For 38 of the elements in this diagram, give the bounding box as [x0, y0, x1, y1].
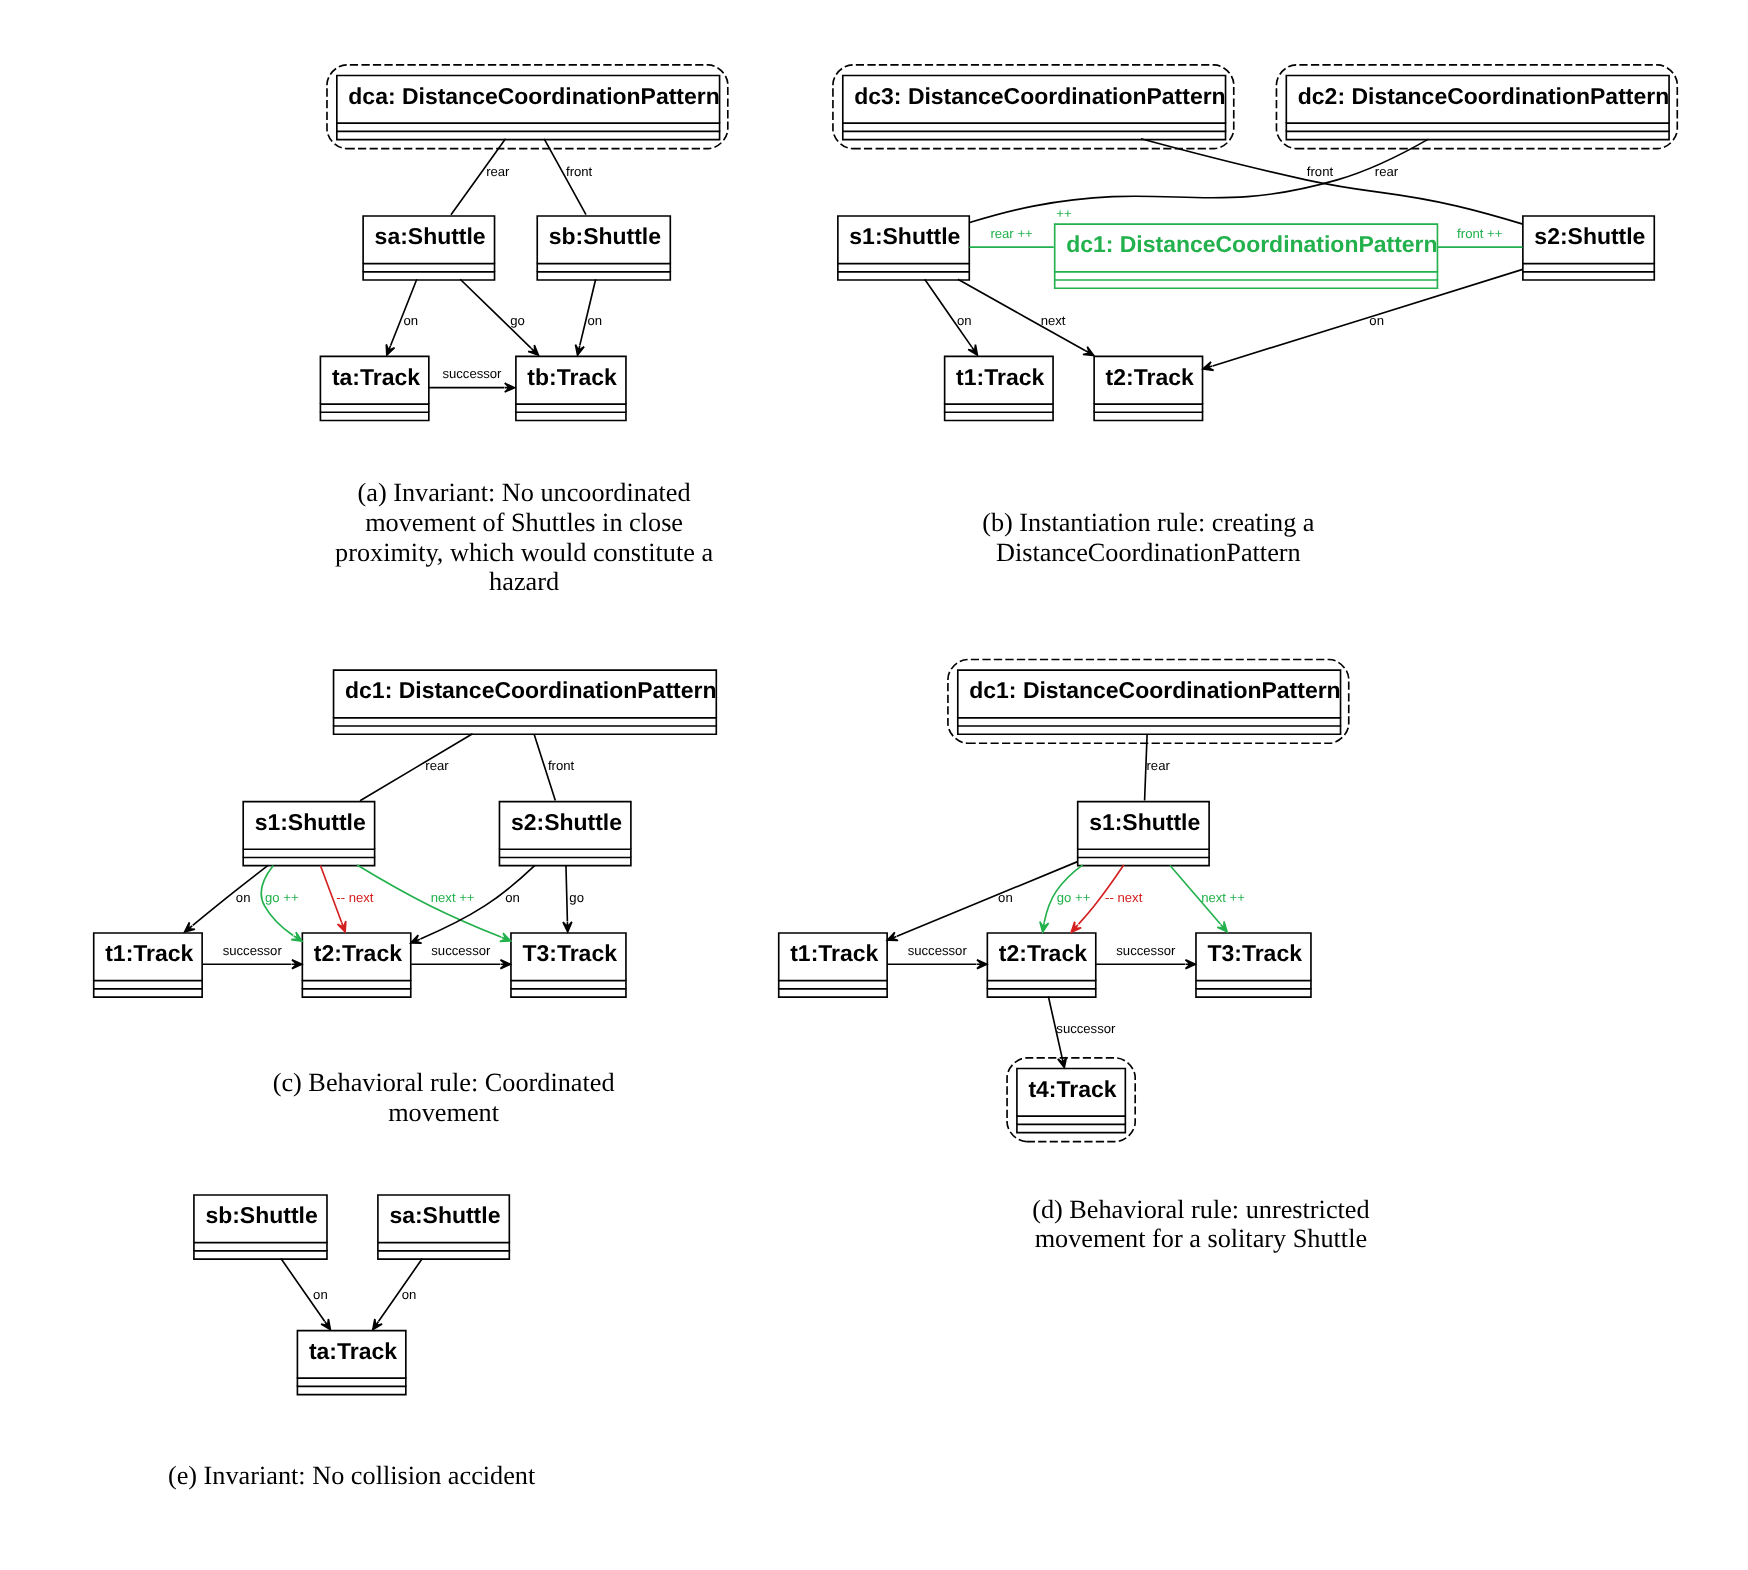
arrow [410, 863, 536, 944]
arrow [1039, 863, 1084, 932]
connector [968, 245, 1055, 247]
arrow [183, 863, 269, 932]
arrow [957, 277, 1095, 356]
arrow [201, 957, 303, 969]
arrow [574, 277, 597, 355]
arrow [385, 277, 418, 355]
connector [450, 137, 507, 215]
cluster [947, 657, 1350, 744]
arrow [372, 1256, 424, 1330]
connector [543, 137, 587, 215]
connector [1140, 137, 1524, 224]
label: (c) Behavioral rule: Coordinated movement [272, 1066, 615, 1126]
arrow [1202, 267, 1524, 371]
label: (b) Instantiation rule: creating a DistanceCoordinationPattern [982, 506, 1315, 566]
arrow [886, 859, 1079, 941]
arrow [459, 277, 540, 355]
label: (e) Invariant: No collision accident [167, 1458, 536, 1489]
label: (a) Invariant: No uncoordinated movement of Shuttles in close proximity, which would constitute a hazard [335, 476, 714, 596]
label: (d) Behavioral rule: unrestricted movement for a solitary Shuttle [1032, 1192, 1370, 1253]
arrow [1095, 957, 1197, 969]
connector [1143, 732, 1148, 801]
arrow [280, 1256, 332, 1330]
arrow [260, 863, 303, 941]
arrow [886, 957, 988, 969]
connector [1436, 245, 1524, 247]
connector [533, 732, 557, 801]
arrow [1070, 863, 1125, 932]
connector [359, 731, 474, 801]
arrow [410, 957, 512, 969]
connector [968, 137, 1430, 223]
arrow [428, 381, 516, 392]
arrow [356, 863, 512, 942]
arrow [1169, 863, 1228, 932]
arrow [1047, 994, 1068, 1068]
arrow [923, 277, 979, 355]
arrow [319, 863, 347, 932]
